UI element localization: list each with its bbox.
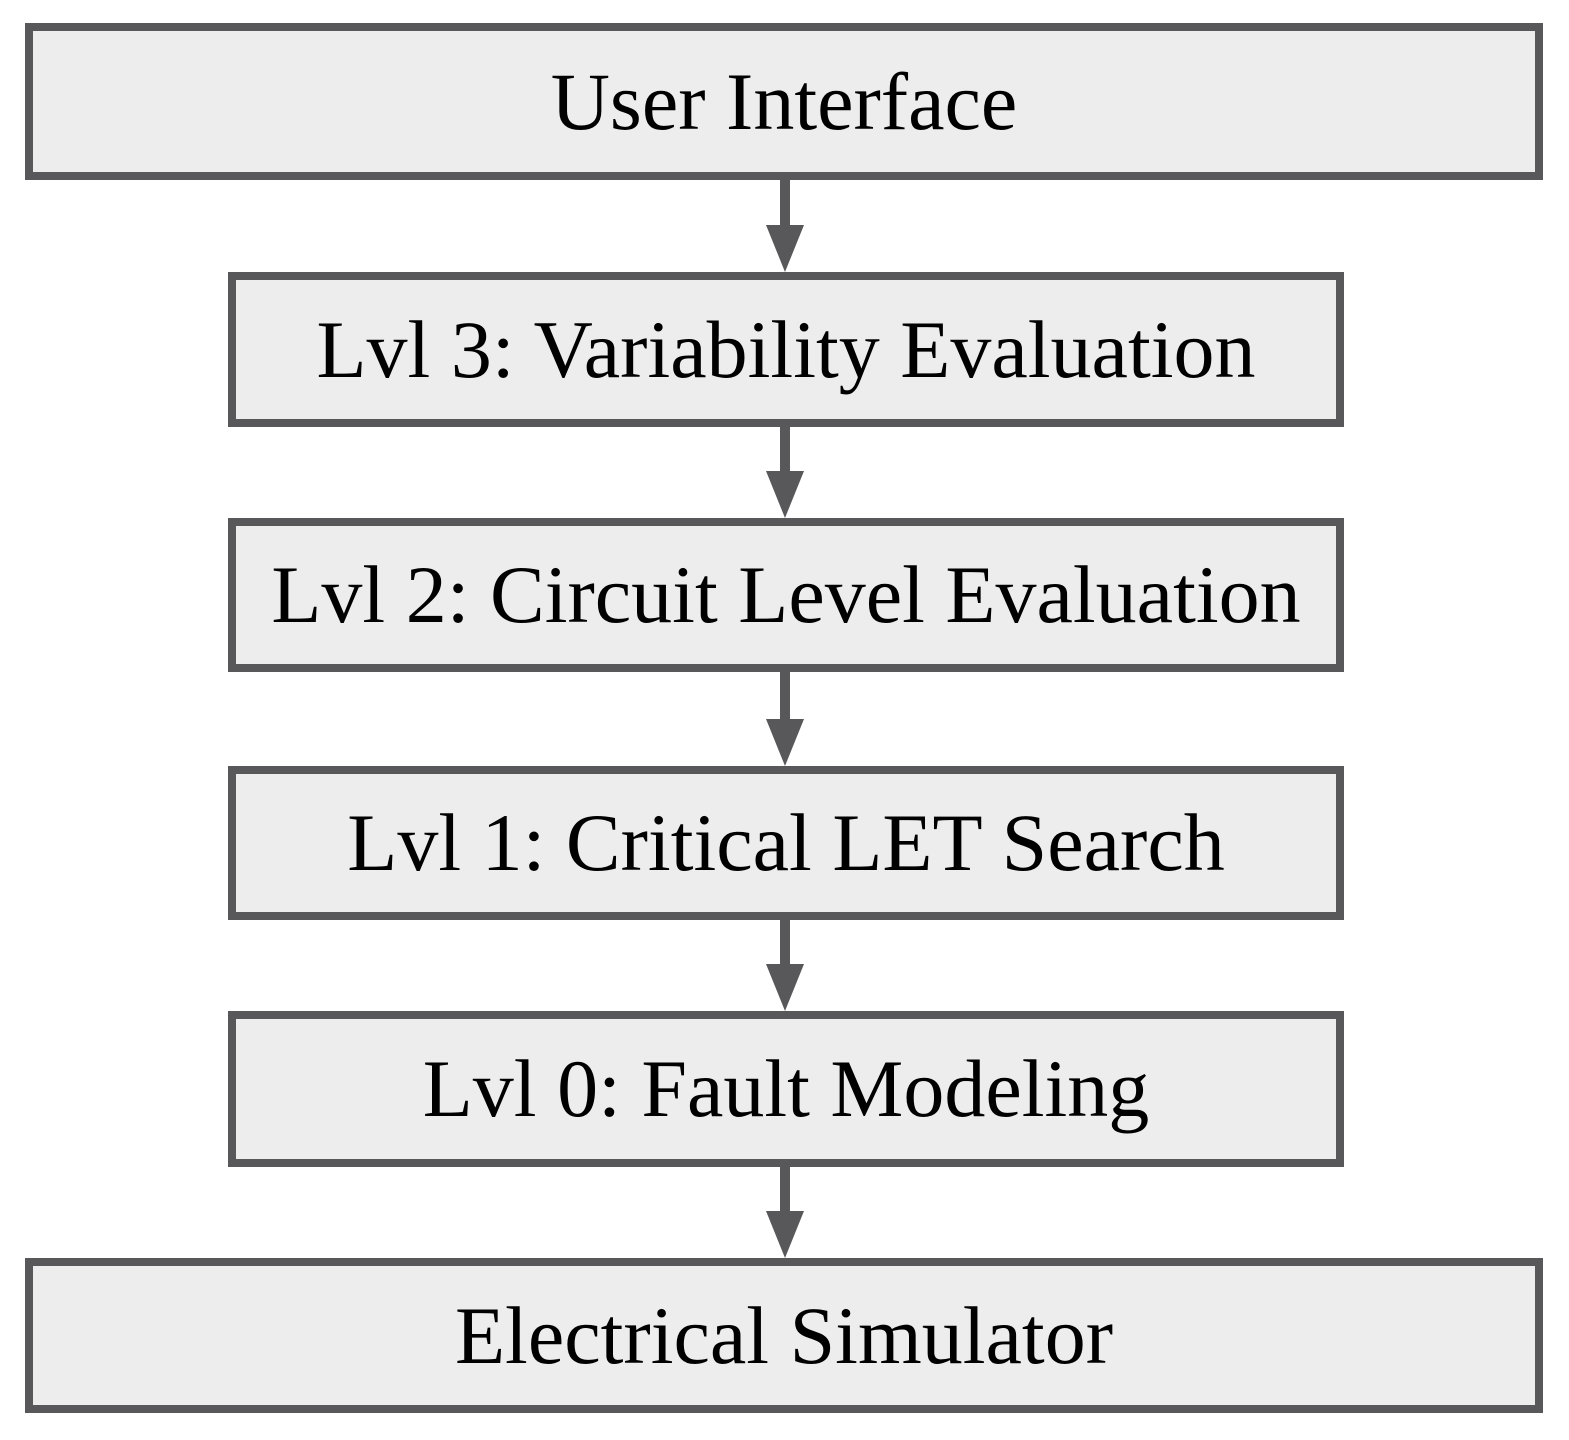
arrow-shaft: [780, 920, 790, 967]
arrow-shaft: [780, 1167, 790, 1214]
arrow-down-icon: [766, 964, 804, 1011]
arrow-shaft: [780, 672, 790, 722]
node-lvl1-label: Lvl 1: Critical LET Search: [347, 797, 1225, 888]
node-lvl0-fault-modeling: Lvl 0: Fault Modeling: [228, 1011, 1344, 1167]
arrow-shaft: [780, 180, 790, 228]
arrow-lvl2-to-lvl1: [766, 672, 804, 766]
arrow-down-icon: [766, 471, 804, 518]
arrow-lvl0-to-electrical-simulator: [766, 1167, 804, 1258]
node-electrical-simulator: Electrical Simulator: [25, 1258, 1543, 1413]
arrow-user-interface-to-lvl3: [766, 180, 804, 272]
arrow-lvl1-to-lvl0: [766, 920, 804, 1011]
node-lvl2-label: Lvl 2: Circuit Level Evaluation: [271, 549, 1301, 640]
node-electrical-simulator-label: Electrical Simulator: [454, 1289, 1114, 1381]
node-lvl1-critical-let-search: Lvl 1: Critical LET Search: [228, 766, 1344, 920]
node-lvl2-circuit-level-evaluation: Lvl 2: Circuit Level Evaluation: [228, 518, 1344, 672]
node-user-interface-label: User Interface: [550, 55, 1018, 147]
node-user-interface: User Interface: [25, 23, 1543, 180]
node-lvl0-label: Lvl 0: Fault Modeling: [422, 1043, 1150, 1134]
arrow-lvl3-to-lvl2: [766, 427, 804, 518]
arrow-down-icon: [766, 1211, 804, 1258]
node-lvl3-variability-evaluation: Lvl 3: Variability Evaluation: [228, 272, 1344, 427]
arrow-shaft: [780, 427, 790, 474]
node-lvl3-label: Lvl 3: Variability Evaluation: [316, 303, 1256, 395]
arrow-down-icon: [766, 225, 804, 272]
arrow-down-icon: [766, 719, 804, 766]
